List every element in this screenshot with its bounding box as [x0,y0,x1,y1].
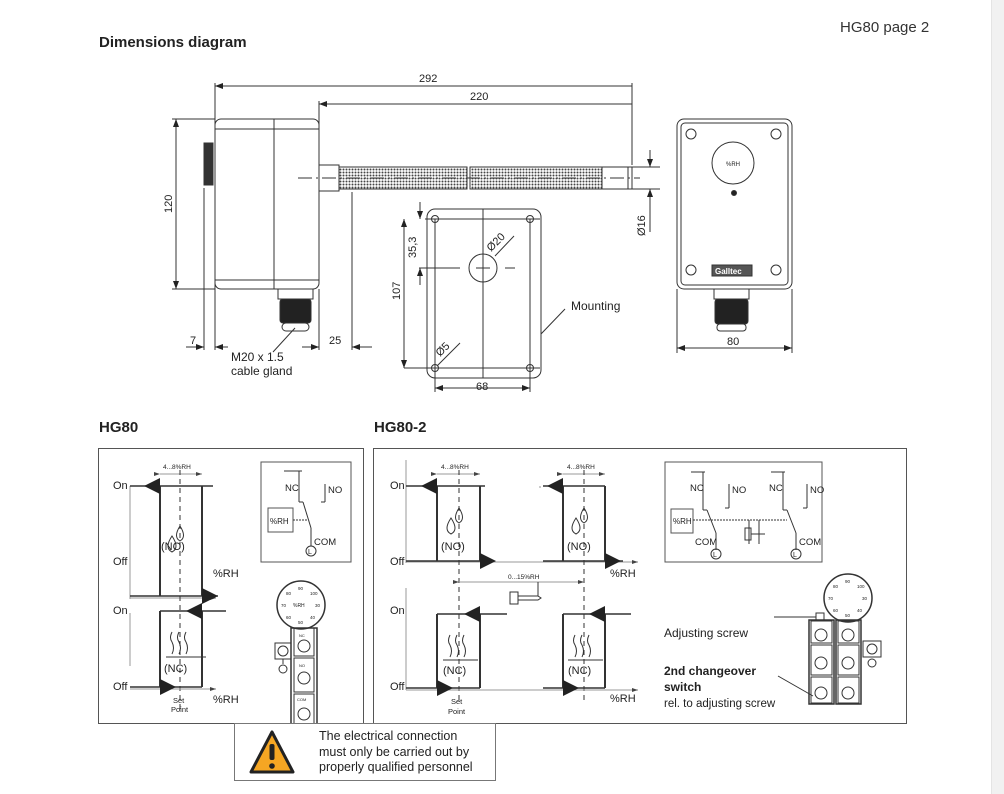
hg80-2-schem-sensor: %RH [673,517,692,526]
hg80-2-nc-2: (NC) [568,665,591,677]
hg80-2-schem-no-1: NO [732,485,746,496]
dimensions-diagram: 292 220 120 7 25 M20 x 1.5 cable gland Ø… [163,73,793,393]
dim-mount-height: 107 [391,282,403,300]
dim-probe-length: 220 [470,91,488,103]
dim-overall-length: 292 [419,73,437,85]
brand-logo: Galltec [715,267,742,276]
hg80-2-schem-com-2: COM [799,537,821,548]
dial-tick: 60 [833,608,839,613]
cable-gland-label: M20 x 1.5 [231,350,284,364]
adjusting-screw-label: Adjusting screw [664,626,748,640]
second-switch-label: 2nd changeover [664,664,756,678]
front-dial-label: %RH [726,162,740,168]
hg80-hysteresis: 4...8%RH [163,464,191,471]
hg80-2-axis-top: %RH [610,568,636,580]
warning-icon [249,730,295,774]
dial-tick: 30 [315,603,321,608]
hg80-no-label: (NO) [161,541,185,553]
dial-tick: 50 [845,613,851,618]
side-view [172,83,660,353]
dim-mount-hole-offset: 35,3 [407,237,419,258]
dial-tick: 80 [286,591,292,596]
dimensions-title: Dimensions diagram [99,34,247,51]
hg80-2-set-point: Set [451,697,463,706]
hg80-axis-top: %RH [213,568,239,580]
hg80-off-label-top: Off [113,556,128,568]
hg80-2-nc-1: (NC) [443,665,466,677]
hg80-schem-nc: NC [285,483,299,494]
hg80-2-on-top: On [390,480,405,492]
hg80-2-axis-bottom: %RH [610,693,636,705]
dial-tick: 100 [857,584,865,589]
hg80-2-offset: 0...15%RH [508,574,540,581]
dial-tick: 80 [833,584,839,589]
hg80-schem-l: L [308,549,312,556]
hg80-on-label-bottom: On [113,605,128,617]
cable-gland-label-2: cable gland [231,364,292,378]
scrollbar[interactable] [991,0,1004,794]
hg80-2-no-2: (NO) [567,541,591,553]
hg80-2-schem-com-1: COM [695,537,717,548]
second-switch-note: rel. to adjusting screw [664,698,776,710]
dim-probe-offset: 25 [329,335,341,347]
hg80-2-on-bottom: On [390,605,405,617]
dial-tick: 90 [298,586,304,591]
dial-tick: 70 [281,603,287,608]
warning-line-3: properly qualified personnel [319,760,473,774]
hg80-2-schem-no-2: NO [810,485,824,496]
dim-mount-width: 68 [476,381,488,393]
dim-height: 120 [163,195,175,213]
hg80-2-hysteresis-1: 4...8%RH [441,464,469,471]
hg80-title: HG80 [99,419,139,436]
dial-tick: 40 [310,615,316,620]
dial-tick: 90 [845,579,851,584]
dim-front-width: 80 [727,336,739,348]
hg80-2-set-point-2: Point [448,707,466,716]
hg80-panel: On Off 4...8%RH (NO) %RH On Off (NC) %RH… [98,448,364,724]
dim-knob-offset: 7 [190,335,196,347]
hg80-2-no-1: (NO) [441,541,465,553]
dial-tick: 30 [862,596,868,601]
hg80-2-panel: On Off 4...8%RH 4...8%RH (NO) (NO) %RH 0… [373,448,907,724]
warning-line-1: The electrical connection [319,729,458,743]
hg80-off-label-bottom: Off [113,681,128,693]
dial-tick: 70 [828,596,834,601]
warning-line-2: must only be carried out by [319,744,470,759]
hg80-2-title: HG80-2 [374,419,427,436]
hg80-schem-no: NO [328,485,342,496]
front-view [676,118,793,353]
hg80-schem-com: COM [314,537,336,548]
warning-box: The electrical connection must only be c… [234,723,496,781]
hg80-2-schem-nc-1: NC [690,483,704,494]
hg80-term-nc: NC [299,633,305,638]
dial-tick: 50 [298,620,304,625]
second-switch-label-2: switch [664,680,701,694]
mounting-plate [401,202,566,392]
hg80-2-schem-nc-2: NC [769,483,783,494]
page-label: HG80 page 2 [840,19,930,36]
dial-tick: 40 [857,608,863,613]
hg80-axis-bottom: %RH [213,694,239,706]
dim-probe-diameter: Ø16 [636,215,648,236]
hg80-2-off-top: Off [390,556,405,568]
hg80-nc-label: (NC) [164,663,187,675]
hg80-dial-label: %RH [293,603,305,609]
hg80-2-schem-l-1: L [713,552,717,559]
mounting-label: Mounting [571,299,620,313]
hg80-on-label-top: On [113,480,128,492]
hg80-term-com: COM [297,697,306,702]
hg80-set-point: Set [173,696,185,705]
hg80-term-no: NO [299,663,305,668]
hg80-2-off-bottom: Off [390,681,405,693]
dial-tick: 100 [310,591,318,596]
hg80-2-hysteresis-2: 4...8%RH [567,464,595,471]
dial-tick: 60 [286,615,292,620]
hg80-schem-sensor: %RH [270,517,289,526]
hg80-set-point-2: Point [171,705,189,714]
hg80-2-schem-l-2: L [793,552,797,559]
